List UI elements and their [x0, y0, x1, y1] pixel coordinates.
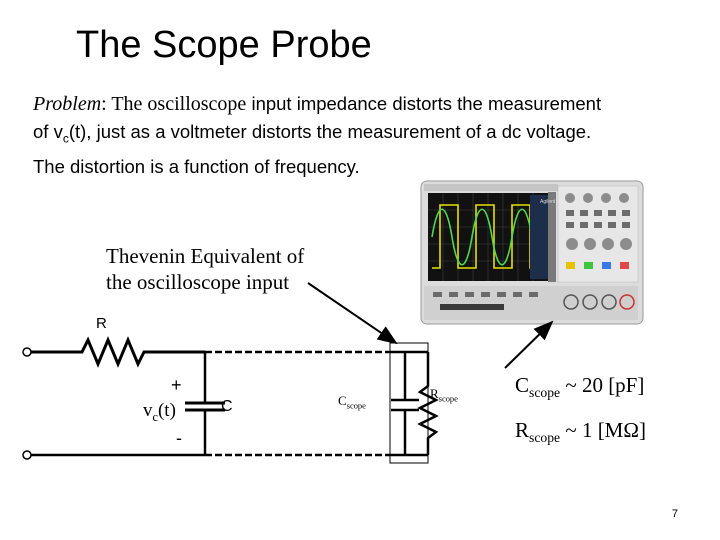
rscope-spec: Rscope ~ 1 [MΩ] [515, 418, 646, 446]
minus-label: - [176, 428, 182, 448]
plus-label: + [171, 375, 182, 395]
resistor-r-label: R [96, 315, 107, 332]
resistor-r [31, 336, 205, 368]
rscope-label: Rscope [430, 386, 458, 404]
problem-line-2: of vc(t), just as a voltmeter distorts t… [33, 121, 592, 146]
scope-input-box [389, 342, 429, 464]
thevenin-caption: Thevenin Equivalent of the oscilloscope … [106, 244, 305, 294]
thevenin-arrow [307, 282, 398, 345]
input-terminal-top [22, 347, 32, 357]
input-terminal-bottom [22, 450, 32, 460]
problem-line-1: Problem: The oscilloscope input impedanc… [33, 93, 602, 115]
oscilloscope-image [420, 180, 644, 325]
scope-brand-logo: Agilent [540, 199, 556, 205]
problem-lead: The oscilloscope [106, 93, 247, 115]
cscope-spec: Cscope ~ 20 [pF] [515, 373, 645, 401]
scope-equivalent-circuit [389, 342, 439, 464]
rscope-resistor [417, 352, 439, 455]
problem-line-3: The distortion is a function of frequenc… [33, 155, 360, 177]
square-wave-trace [432, 204, 545, 269]
problem-line-1-rest: input impedance distorts the measurement [246, 93, 602, 114]
cscope-label: Cscope [338, 393, 366, 411]
problem-statement: Problem: The oscilloscope input impedanc… [33, 90, 713, 180]
page-number: 7 [671, 508, 678, 520]
problem-label: Problem [33, 93, 102, 115]
probe-connection [205, 350, 390, 457]
slide-title: The Scope Probe [76, 24, 372, 66]
capacitor-c-label: C [221, 398, 233, 415]
source-circuit [22, 336, 225, 460]
scope-arrow [504, 320, 554, 369]
vc-label: vc(t) [143, 400, 176, 424]
